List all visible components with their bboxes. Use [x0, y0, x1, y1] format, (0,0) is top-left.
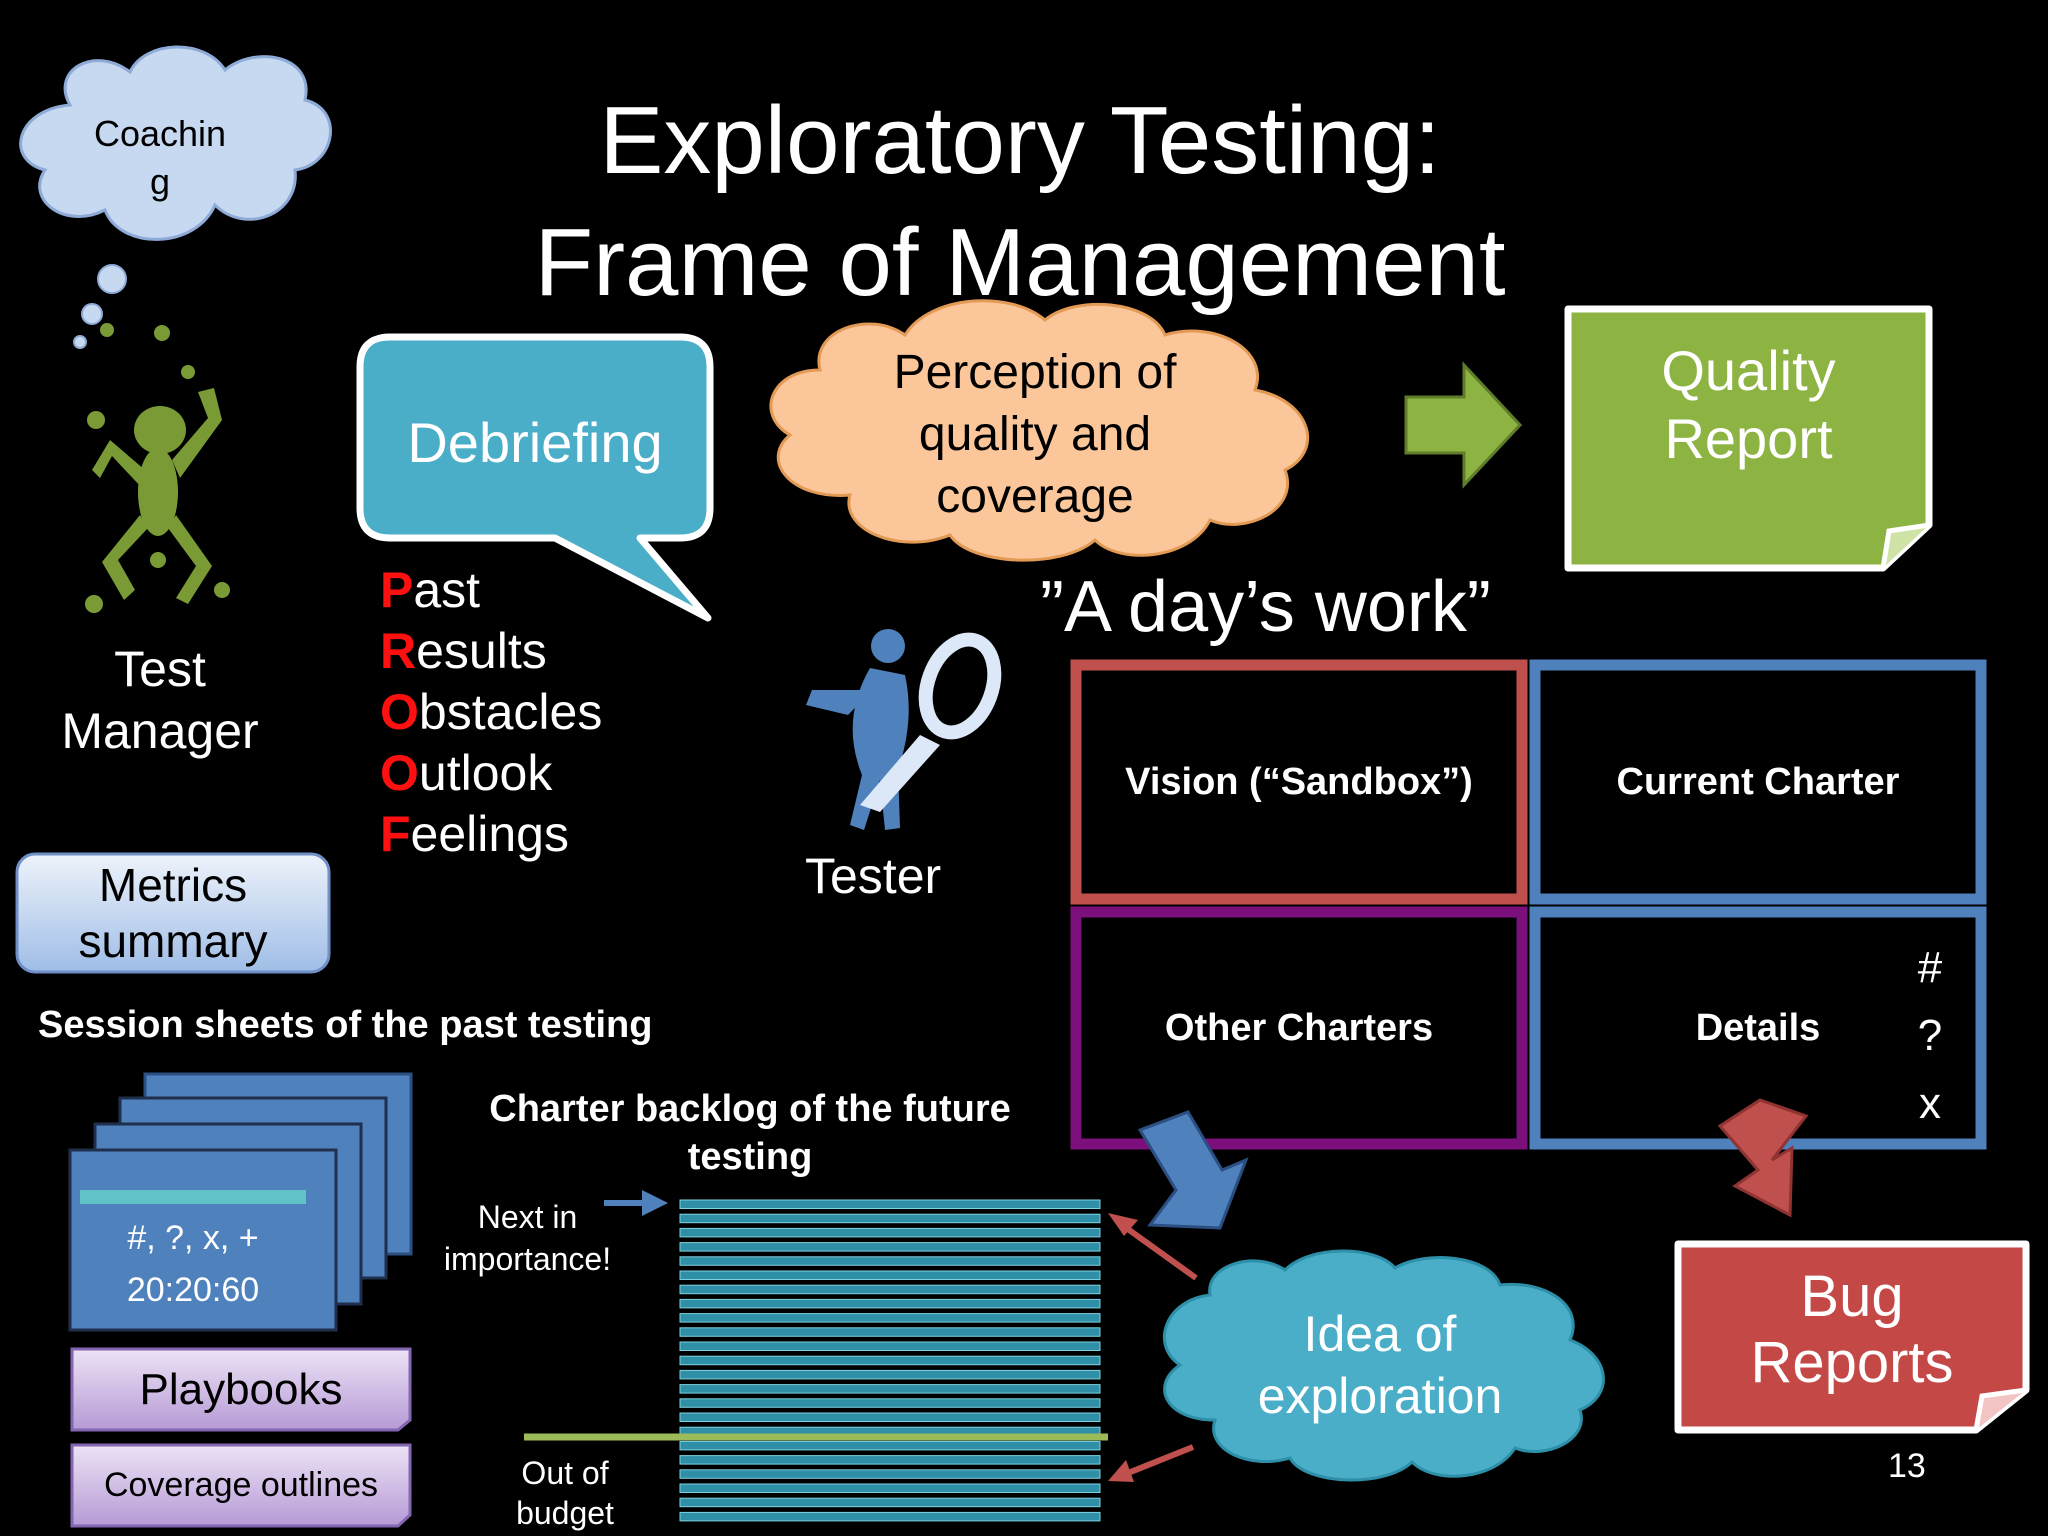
- backlog-stripe: [679, 1511, 1101, 1522]
- quality-report-line-1: Quality: [1661, 339, 1836, 402]
- idea-line-2: exploration: [1257, 1368, 1503, 1424]
- backlog-heading: Charter backlog of the future testing: [450, 1085, 1050, 1181]
- backlog-stripe: [679, 1242, 1101, 1252]
- backlog-stripe: [679, 1455, 1101, 1465]
- backlog-stripe: [679, 1497, 1101, 1508]
- session-sheet-line-1: #, ?, x, +: [127, 1219, 259, 1257]
- coaching-label: Coachin g: [93, 113, 227, 202]
- session-sheets-heading: Session sheets of the past testing: [38, 1004, 653, 1046]
- perception-line-2: quality and: [918, 408, 1152, 461]
- title-line-1: Exploratory Testing:: [599, 87, 1441, 194]
- backlog-stripe: [679, 1398, 1101, 1408]
- backlog-stripe: [679, 1199, 1101, 1209]
- metrics-line-2: summary: [78, 915, 268, 967]
- backlog-stripe: [679, 1284, 1101, 1295]
- perception-line-3: coverage: [936, 470, 1134, 523]
- idea-label: Idea of exploration: [1180, 1290, 1580, 1440]
- out-line-2: budget: [516, 1495, 614, 1531]
- symbol-x: x: [1919, 1079, 1941, 1128]
- out-line-1: Out of: [521, 1455, 609, 1491]
- idea-arrow-down: [1121, 1444, 1195, 1478]
- backlog-stripe: [679, 1313, 1101, 1323]
- other-charters-label: Other Charters: [1164, 1006, 1434, 1049]
- test-manager-label: Test Manager: [40, 638, 280, 762]
- symbol-question: ?: [1917, 1011, 1943, 1060]
- backlog-heading-line-1: Charter backlog of the future: [489, 1088, 1011, 1130]
- details-label: Details: [1695, 1006, 1821, 1049]
- details-symbols: # ? x: [1900, 934, 1960, 1138]
- proof-item-feelings: Feelings: [380, 806, 569, 862]
- backlog-stripe: [679, 1256, 1101, 1266]
- next-line-2: importance!: [443, 1241, 612, 1277]
- backlog-heading-line-2: testing: [687, 1136, 813, 1178]
- session-sheet-content: #, ?, x, + 20:20:60: [70, 1212, 316, 1316]
- backlog-stripe: [679, 1369, 1101, 1380]
- coaching-cloud: [19, 45, 332, 349]
- backlog-stripe: [679, 1270, 1101, 1280]
- test-manager-figure: [85, 323, 230, 613]
- proof-item-results: Results: [380, 623, 547, 679]
- title-line-2: Frame of Management: [534, 209, 1506, 316]
- proof-item-obstacles: Obstacles: [380, 684, 603, 740]
- current-charter-label: Current Charter: [1616, 760, 1900, 803]
- playbooks-box: [70, 1347, 412, 1432]
- backlog-stripe: [679, 1213, 1101, 1224]
- proof-list: Past Results Obstacles Outlook Feelings: [380, 560, 602, 865]
- tester-label: Tester: [805, 848, 942, 904]
- perception-cloud: [769, 299, 1310, 562]
- coverage-outlines-label: Coverage outlines: [103, 1466, 379, 1504]
- bug-reports-line-2: Reports: [1750, 1330, 1954, 1395]
- perception-label: Perception of quality and coverage: [820, 340, 1250, 530]
- quality-report-line-2: Report: [1664, 407, 1833, 470]
- test-manager-line-2: Manager: [61, 703, 259, 759]
- metrics-summary-box: [15, 852, 331, 974]
- backlog-stripe: [679, 1327, 1101, 1337]
- blue-down-arrow: [1137, 1110, 1249, 1230]
- current-charter-box: [1529, 659, 1987, 905]
- idea-cloud: [1162, 1249, 1605, 1482]
- next-in-importance-label: Next in importance!: [420, 1196, 635, 1280]
- session-sheets-stack: [68, 1072, 413, 1332]
- tester-figure: [806, 629, 1002, 830]
- idea-line-1: Idea of: [1303, 1306, 1457, 1362]
- debriefing-label: Debriefing: [407, 411, 663, 474]
- backlog-stripe: [679, 1483, 1101, 1493]
- proof-item-past: Past: [380, 562, 481, 618]
- debriefing-bubble: [356, 333, 714, 622]
- backlog-stripe: [679, 1227, 1101, 1238]
- perception-line-1: Perception of: [893, 346, 1177, 399]
- backlog-stripe: [679, 1412, 1101, 1422]
- proof-item-outlook: Outlook: [380, 745, 553, 801]
- vision-box: [1070, 659, 1528, 905]
- metrics-summary-label: Metrics summary: [17, 854, 329, 972]
- other-charters-box: [1070, 906, 1528, 1150]
- playbooks-label: Playbooks: [139, 1364, 343, 1414]
- vision-label: Vision (“Sandbox”): [1125, 760, 1473, 803]
- backlog-stripe: [679, 1440, 1101, 1451]
- bug-reports-line-1: Bug: [1800, 1264, 1904, 1329]
- backlog-stripe: [679, 1384, 1101, 1394]
- metrics-line-1: Metrics: [98, 859, 248, 911]
- idea-arrow-up: [1116, 1219, 1198, 1281]
- page-number: 13: [1888, 1447, 1926, 1485]
- next-line-1: Next in: [477, 1199, 578, 1235]
- backlog-stripe: [679, 1341, 1101, 1351]
- bug-reports-label: Bug Reports: [1678, 1255, 2026, 1405]
- backlog-stripe: [679, 1355, 1101, 1366]
- red-down-arrow: [1717, 1098, 1809, 1218]
- slide-title: Exploratory Testing: Frame of Management: [420, 80, 1620, 324]
- days-work-heading: ”A day’s work”: [1040, 567, 1491, 647]
- quality-report-label: Quality Report: [1568, 330, 1929, 480]
- green-arrow: [1404, 361, 1523, 489]
- out-of-budget-label: Out of budget: [480, 1453, 650, 1533]
- backlog-stripe: [679, 1469, 1101, 1479]
- symbol-hash: #: [1917, 943, 1943, 992]
- test-manager-line-1: Test: [114, 641, 206, 697]
- backlog-stripes: [679, 1199, 1101, 1522]
- coverage-outlines-box: [70, 1443, 412, 1528]
- session-sheet-line-2: 20:20:60: [126, 1271, 260, 1309]
- backlog-stripe: [679, 1298, 1101, 1309]
